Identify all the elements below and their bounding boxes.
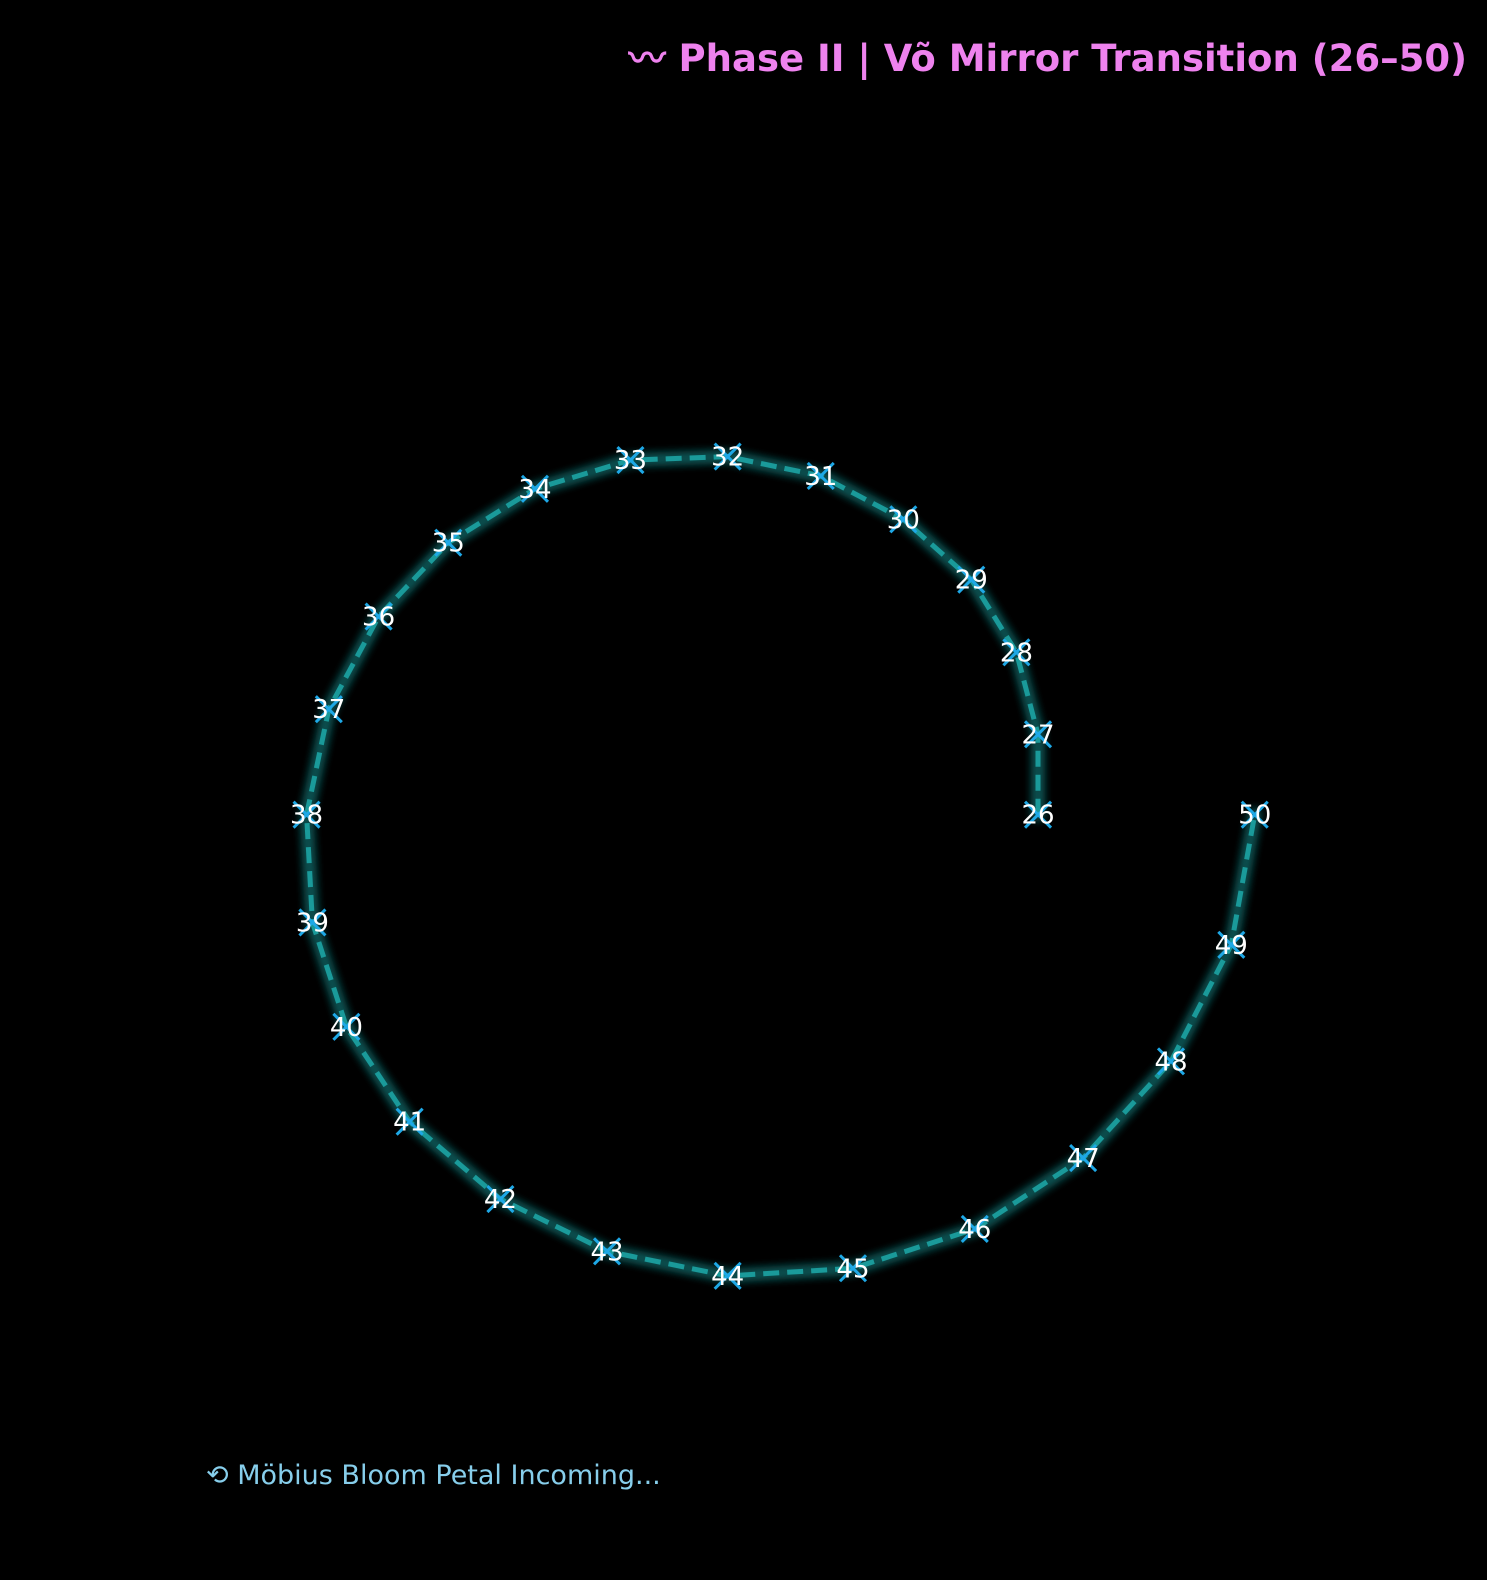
- marker-stroke: [1069, 1144, 1098, 1173]
- point-label-37: 37: [312, 695, 345, 725]
- marker-x-43: [592, 1237, 622, 1266]
- marker-x-38: [292, 800, 321, 829]
- marker-stroke: [364, 602, 393, 631]
- marker-x-29: [957, 565, 986, 594]
- point-label-38: 38: [290, 801, 323, 831]
- marker-stroke: [292, 800, 321, 829]
- marker-x-33: [616, 446, 645, 475]
- marker-stroke: [1023, 720, 1053, 749]
- marker-stroke: [1023, 800, 1053, 829]
- point-label-32: 32: [711, 443, 744, 473]
- marker-x-40: [332, 1012, 361, 1041]
- marker-x-47: [1069, 1144, 1098, 1173]
- marker-x-41: [395, 1107, 424, 1136]
- marker-x-49: [1217, 930, 1246, 959]
- marker-stroke: [298, 908, 327, 937]
- marker-stroke: [838, 1254, 868, 1283]
- point-label-27: 27: [1021, 720, 1054, 750]
- marker-stroke: [486, 1185, 515, 1214]
- marker-stroke: [592, 1237, 622, 1266]
- point-label-34: 34: [518, 475, 551, 505]
- marker-stroke: [314, 695, 343, 724]
- marker-x-27: [1023, 720, 1053, 749]
- markers: [292, 442, 1269, 1290]
- chart-title: 〰 Phase II | Võ Mirror Transition (26–50…: [628, 37, 1467, 80]
- point-label-29: 29: [955, 566, 988, 596]
- marker-x-32: [713, 442, 742, 471]
- point-label-30: 30: [887, 505, 920, 535]
- point-label-40: 40: [330, 1013, 363, 1043]
- point-label-44: 44: [711, 1262, 744, 1292]
- point-label-31: 31: [804, 462, 837, 492]
- point-label-35: 35: [432, 529, 465, 559]
- marker-stroke: [332, 1012, 361, 1041]
- marker-stroke: [1217, 930, 1246, 959]
- marker-stroke: [1240, 800, 1269, 829]
- marker-x-37: [314, 695, 343, 724]
- marker-x-44: [713, 1261, 742, 1290]
- point-label-43: 43: [590, 1237, 623, 1267]
- point-label-47: 47: [1067, 1144, 1100, 1174]
- annotation-text: ⟲ Möbius Bloom Petal Incoming...: [206, 1460, 661, 1491]
- marker-stroke: [616, 446, 645, 475]
- marker-x-28: [1002, 638, 1031, 667]
- marker-stroke: [1156, 1047, 1186, 1076]
- point-label-41: 41: [393, 1108, 426, 1138]
- point-label-50: 50: [1238, 801, 1271, 831]
- marker-stroke: [434, 528, 463, 557]
- point-labels: 26 27 28 29 30 31 32 33 34 35 36 37 38 39 40 41 42 43 44 45…: [290, 443, 1271, 1292]
- point-label-46: 46: [958, 1215, 991, 1245]
- marker-x-35: [434, 528, 463, 557]
- point-label-26: 26: [1021, 801, 1054, 831]
- point-label-49: 49: [1215, 931, 1248, 961]
- point-label-45: 45: [836, 1254, 869, 1284]
- marker-x-31: [806, 461, 835, 490]
- marker-stroke: [713, 442, 742, 471]
- point-label-39: 39: [296, 908, 329, 938]
- marker-x-34: [520, 474, 550, 503]
- marker-stroke: [713, 1261, 742, 1290]
- marker-stroke: [806, 461, 835, 490]
- point-label-28: 28: [1000, 638, 1033, 668]
- marker-x-48: [1156, 1047, 1186, 1076]
- marker-stroke: [960, 1214, 989, 1244]
- marker-stroke: [889, 505, 918, 534]
- marker-x-42: [486, 1185, 515, 1214]
- marker-x-50: [1240, 800, 1269, 829]
- marker-stroke: [957, 565, 986, 594]
- marker-x-30: [889, 505, 918, 534]
- marker-stroke: [520, 474, 550, 503]
- marker-stroke: [395, 1107, 424, 1136]
- point-label-33: 33: [614, 446, 647, 476]
- series-path: [304, 454, 1258, 1279]
- point-label-42: 42: [484, 1185, 517, 1215]
- marker-x-26: [1023, 800, 1053, 829]
- point-label-48: 48: [1154, 1047, 1187, 1077]
- marker-stroke: [1002, 638, 1031, 667]
- point-label-36: 36: [362, 603, 395, 633]
- marker-x-46: [960, 1214, 989, 1244]
- marker-x-45: [838, 1254, 868, 1283]
- marker-x-36: [364, 602, 393, 631]
- series-line: [304, 454, 1258, 1279]
- marker-x-39: [298, 908, 327, 937]
